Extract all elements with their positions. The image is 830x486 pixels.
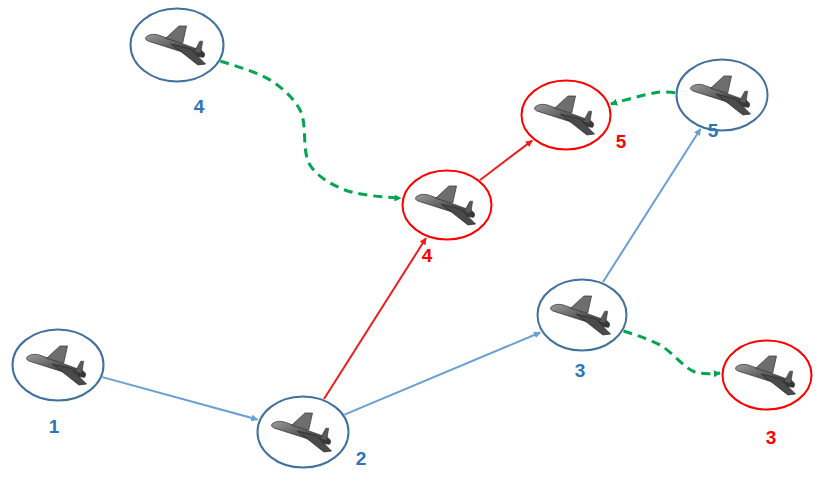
uav-wing	[571, 296, 592, 313]
uav-wing	[711, 76, 732, 93]
uav-circle	[675, 58, 769, 132]
node-outline	[403, 171, 492, 240]
uav-icon	[416, 186, 476, 225]
uav-circle	[129, 7, 225, 83]
uav-node: 1	[11, 328, 105, 402]
uav-tail	[784, 371, 793, 383]
uav-tail	[75, 361, 84, 373]
uav-tail	[599, 311, 608, 323]
uav-tail	[320, 428, 329, 440]
node-number: 4	[192, 96, 207, 117]
dashed-link	[611, 92, 675, 104]
uav-wing	[47, 346, 68, 363]
uav-node: 5	[675, 58, 769, 132]
uav-wing	[555, 96, 576, 113]
uav-icon	[535, 96, 595, 135]
node-outline	[131, 9, 224, 82]
node-outline	[538, 280, 627, 351]
node-outline	[723, 341, 812, 410]
uav-wing	[166, 26, 187, 43]
node-number: 3	[573, 360, 588, 381]
uav-tail	[739, 91, 748, 103]
uav-node: 2	[256, 395, 350, 469]
uav-icon	[146, 26, 206, 65]
link-arrow	[324, 238, 426, 399]
link-arrow	[344, 332, 540, 414]
uav-icon	[27, 346, 87, 385]
link-arrow	[102, 377, 257, 419]
node-number: 2	[354, 448, 369, 469]
node-number: 1	[47, 416, 62, 437]
node-number: 5	[706, 120, 721, 141]
uav-circle	[721, 339, 813, 411]
uav-wing	[436, 186, 457, 203]
uav-icon	[736, 356, 796, 395]
uav-wing	[756, 356, 777, 373]
node-number: 3	[764, 427, 779, 448]
link-arrow	[480, 141, 532, 180]
node-outline	[258, 397, 349, 468]
uav-icon	[691, 76, 751, 115]
uav-tail	[464, 201, 473, 213]
uav-circle	[536, 278, 628, 352]
dashed-link	[623, 331, 720, 374]
uav-wing	[292, 413, 313, 430]
dashed-link	[220, 61, 400, 198]
node-number: 5	[614, 131, 629, 152]
uav-circle	[256, 395, 350, 469]
uav-tail	[194, 41, 203, 53]
link-arrow	[603, 129, 700, 282]
uav-node: 5	[520, 79, 612, 151]
uav-tail	[583, 111, 592, 123]
node-outline	[13, 330, 104, 401]
uav-circle	[11, 328, 105, 402]
uav-circle	[401, 169, 493, 241]
uav-circle	[520, 79, 612, 151]
uav-node: 4	[401, 169, 493, 241]
node-number: 4	[420, 245, 435, 266]
uav-node: 3	[721, 339, 813, 411]
uav-icon	[272, 413, 332, 452]
uav-icon	[551, 296, 611, 335]
node-outline	[677, 60, 768, 131]
uav-node: 3	[536, 278, 628, 352]
uav-node: 4	[129, 7, 225, 83]
node-outline	[522, 81, 611, 150]
